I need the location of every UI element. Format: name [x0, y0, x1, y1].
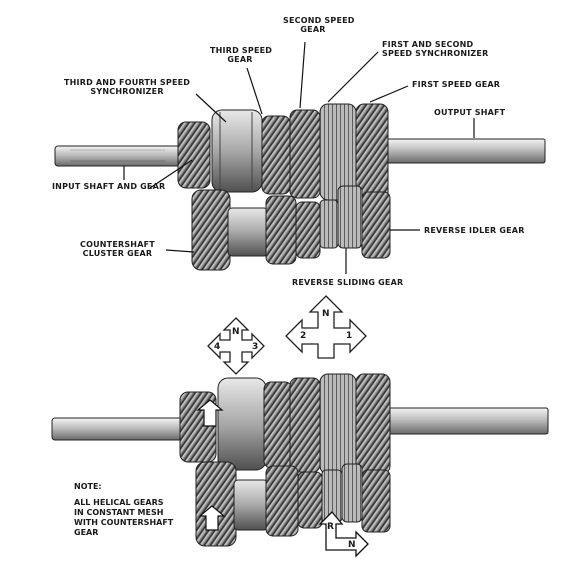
shift-left-neutral: N [232, 327, 240, 337]
label-reverse-idler: REVERSE IDLER GEAR [424, 226, 525, 235]
label-first-second-sync: FIRST AND SECOND SPEED SYNCHRONIZER [382, 40, 488, 58]
label-second-speed-gear-line2: GEAR [300, 25, 326, 34]
shift-left-third: 3 [252, 342, 259, 352]
reverse-indicator-n: N [348, 540, 356, 550]
label-second-speed-gear-line1: SECOND SPEED [283, 16, 355, 25]
label-first-speed-gear: FIRST SPEED GEAR [412, 80, 501, 89]
note-block: NOTE: ALL HELICAL GEARS IN CONSTANT MESH… [74, 482, 173, 538]
label-reverse-sliding: REVERSE SLIDING GEAR [292, 278, 404, 287]
label-countershaft-line2: CLUSTER GEAR [82, 249, 153, 258]
label-first-second-sync-line1: FIRST AND SECOND [382, 40, 474, 49]
label-third-speed-gear-line1: THIRD SPEED [210, 46, 273, 55]
label-third-fourth-sync-line1: THIRD AND FOURTH SPEED [64, 78, 191, 87]
shift-pattern-right-shape [285, 295, 367, 359]
note-line: GEAR [74, 528, 99, 537]
top-assembly [54, 103, 546, 271]
shift-left-fourth: 4 [214, 342, 221, 352]
note-line: IN CONSTANT MESH [74, 508, 164, 517]
label-third-speed-gear-line2: GEAR [227, 55, 253, 64]
note-title: NOTE: [74, 482, 102, 491]
label-countershaft: COUNTERSHAFT CLUSTER GEAR [80, 240, 155, 258]
label-second-speed-gear: SECOND SPEED GEAR [283, 16, 355, 34]
label-countershaft-line1: COUNTERSHAFT [80, 240, 155, 249]
note-line: ALL HELICAL GEARS [74, 498, 164, 507]
top-leader-lines [123, 41, 475, 274]
shift-pattern-left-shape [207, 317, 265, 375]
label-third-speed-gear: THIRD SPEED GEAR [210, 46, 273, 64]
label-first-second-sync-line2: SPEED SYNCHRONIZER [382, 49, 489, 58]
flow-arrow-upper [196, 399, 224, 427]
note-line: WITH COUNTERSHAFT [74, 518, 174, 527]
flow-arrow-lower [198, 505, 226, 531]
shift-right-first: 1 [346, 331, 353, 341]
label-third-fourth-sync-line2: SYNCHRONIZER [90, 87, 164, 96]
shift-right-neutral: N [322, 309, 330, 319]
shift-right-second: 2 [300, 331, 307, 341]
label-input-shaft: INPUT SHAFT AND GEAR [52, 182, 166, 191]
reverse-indicator-r: R [327, 522, 335, 532]
label-output-shaft: OUTPUT SHAFT [434, 108, 506, 117]
label-third-fourth-sync: THIRD AND FOURTH SPEED SYNCHRONIZER [64, 78, 190, 96]
reverse-indicator-shape [318, 511, 369, 558]
